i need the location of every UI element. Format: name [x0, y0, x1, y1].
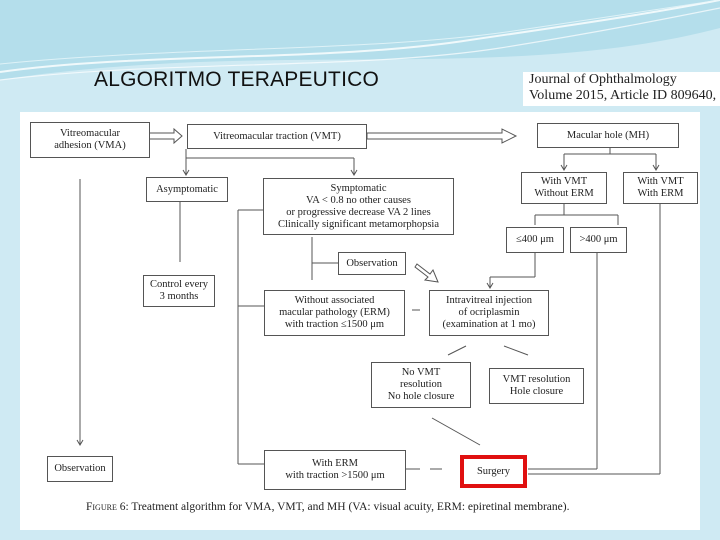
node-hole-gt-400: >400 μm [570, 227, 627, 253]
caption-label: Figure 6: [86, 501, 129, 513]
node-macular-hole: Macular hole (MH) [537, 123, 679, 148]
hollow-arrow-vma-vmt [148, 127, 183, 145]
node-vmt: Vitreomacular traction (VMT) [187, 124, 367, 149]
node-asymptomatic: Asymptomatic [146, 177, 228, 202]
node-observation-left: Observation [47, 456, 113, 482]
slide-title: ALGORITMO TERAPEUTICO [94, 68, 380, 91]
node-hole-le-400: ≤400 μm [506, 227, 564, 253]
hollow-arrow-vmt-mh [366, 128, 518, 144]
journal-name: Journal of Ophthalmology [529, 72, 677, 87]
connector-lines [76, 127, 661, 475]
journal-citation: Journal of Ophthalmology Volume 2015, Ar… [523, 72, 720, 106]
hollow-arrow-observation-injection [414, 263, 439, 283]
node-observation-middle: Observation [338, 252, 406, 275]
figure-caption: Figure 6: Treatment algorithm for VMA, V… [86, 501, 569, 513]
caption-text: Treatment algorithm for VMA, VMT, and MH… [128, 501, 570, 513]
node-surgery: Surgery [460, 455, 527, 488]
journal-volume: Volume 2015, Article ID 809640, [529, 88, 717, 103]
